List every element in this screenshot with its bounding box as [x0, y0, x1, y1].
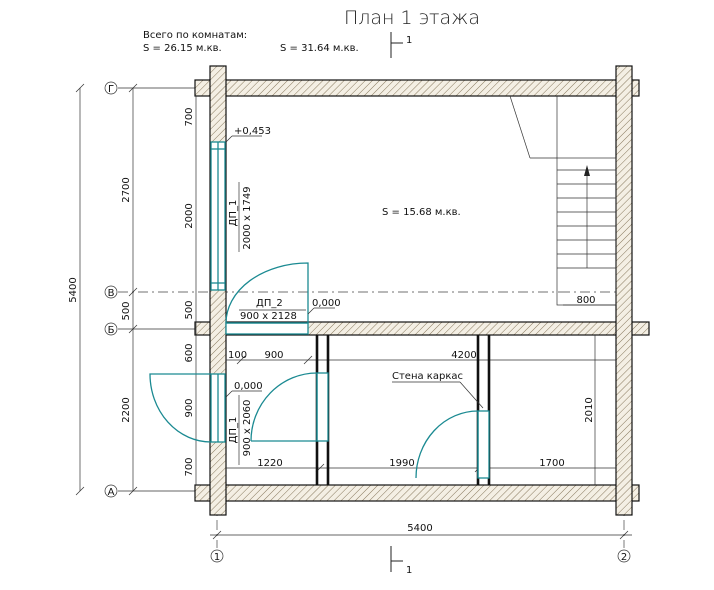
section-mark-bottom: 1: [390, 546, 412, 576]
axis-bubble-1: 1: [210, 549, 224, 563]
door-dp1-upper-name: ДП_1: [228, 200, 239, 227]
staircase: [509, 95, 617, 306]
door-dp1-upper-size: 2000 х 1749: [242, 186, 253, 249]
axis-b-label: Б: [108, 325, 115, 336]
dim-2000: 2000: [184, 203, 195, 228]
door-dp1-lower-name: ДП_1: [228, 417, 239, 444]
door-dp2-name: ДП_2: [256, 298, 283, 309]
axis-bubble-2: 2: [617, 549, 631, 563]
level-mark-stair: [307, 307, 335, 315]
totals-area-1: S = 26.15 м.кв.: [143, 43, 222, 54]
door-dp2-size: 900 х 2128: [240, 311, 297, 322]
dim-overall-vertical: 5400: [68, 277, 79, 302]
dim-2700: 2700: [121, 177, 132, 202]
totals-heading: Всего по комнатам:: [143, 30, 247, 41]
dim-2200: 2200: [121, 397, 132, 422]
level-lower-text: 0,000: [234, 381, 263, 392]
dim-700-bottom: 700: [184, 457, 195, 476]
axis-bubble-g: Г: [104, 81, 118, 95]
dim-1990: 1990: [389, 458, 414, 469]
window-upper: [210, 141, 226, 291]
section-mark-bottom-label: 1: [406, 565, 412, 576]
level-stair-text: 0,000: [312, 298, 341, 309]
dim-overall-horizontal: 5400: [407, 523, 432, 534]
dim-900-left: 900: [184, 398, 195, 417]
dim-900: 900: [264, 350, 283, 361]
door-dp2: [225, 262, 309, 335]
axis-v-label: В: [108, 288, 115, 299]
axis-bubble-v: В: [104, 285, 118, 299]
axis-bubble-a: А: [104, 484, 118, 498]
frame-partition-2: [415, 335, 491, 485]
dim-outer-500: 500: [121, 301, 132, 320]
vertical-dimension-lines: [75, 83, 197, 496]
dim-2010: 2010: [584, 397, 595, 422]
dim-800: 800: [576, 295, 595, 306]
room-area: S = 15.68 м.кв.: [382, 207, 461, 218]
dim-500-mid: 500: [184, 300, 195, 319]
axis-1-label: 1: [214, 552, 220, 563]
frame-wall-label: Стена каркас: [392, 371, 463, 382]
axis-2-label: 2: [621, 552, 627, 563]
axis-a-label: А: [108, 487, 115, 498]
dim-1220: 1220: [257, 458, 282, 469]
door-dp1-lower: [149, 373, 226, 443]
dim-1700: 1700: [539, 458, 564, 469]
dim-4200: 4200: [451, 350, 476, 361]
dim-700-top: 700: [184, 107, 195, 126]
horizontal-overall-dimension: [210, 530, 632, 540]
level-mark-lower: [225, 390, 262, 398]
section-mark-top-label: 1: [406, 35, 412, 46]
totals-area-2: S = 31.64 м.кв.: [280, 43, 359, 54]
axis-g-label: Г: [108, 84, 114, 95]
section-mark-top: 1: [390, 32, 412, 58]
door-dp1-lower-size: 900 х 2060: [242, 400, 253, 457]
axis-bubble-b: Б: [104, 322, 118, 336]
level-upper-text: +0,453: [234, 126, 271, 137]
dim-600: 600: [184, 343, 195, 362]
frame-partition-1: [250, 335, 330, 485]
plan-title: План 1 этажа: [344, 7, 480, 29]
dim-100: 100: [228, 350, 247, 361]
level-mark-upper: [225, 135, 262, 143]
